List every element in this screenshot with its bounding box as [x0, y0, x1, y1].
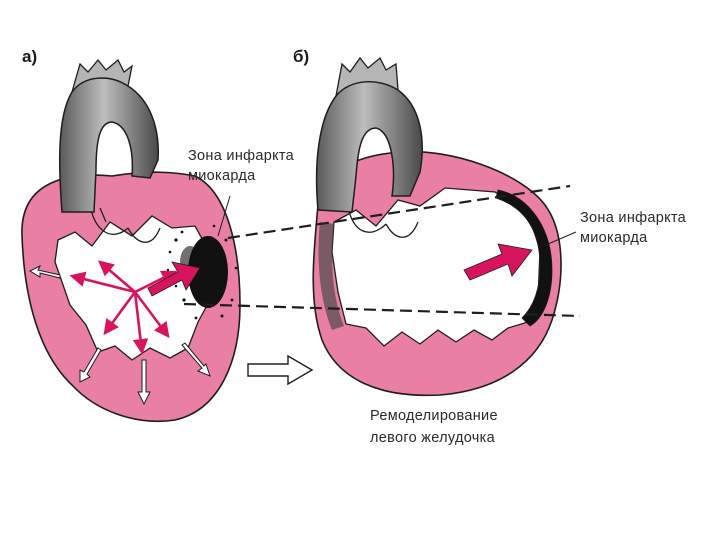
heart-b [313, 58, 561, 395]
caption-infarct-a: Зона инфаркта миокарда [188, 148, 295, 184]
panel-a-label: а) [22, 47, 37, 66]
heart-a [22, 60, 240, 421]
caption-infarct-a-line1: Зона инфаркта [188, 148, 295, 164]
panel-b-label: б) [293, 47, 309, 66]
caption-infarct-a-line2: миокарда [188, 168, 256, 184]
caption-infarct-b-line1: Зона инфаркта [580, 210, 687, 226]
caption-infarct-b: Зона инфаркта миокарда [580, 210, 687, 246]
caption-remodeling-line2: левого желудочка [370, 430, 496, 446]
caption-remodeling-line1: Ремоделирование [370, 408, 498, 424]
caption-infarct-b-line2: миокарда [580, 230, 648, 246]
transition-arrow [248, 356, 312, 384]
caption-remodeling: Ремоделирование левого желудочка [370, 408, 498, 446]
